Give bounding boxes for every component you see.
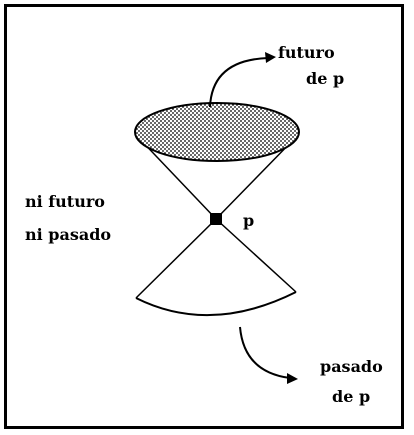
neither-label-line2: ni pasado (25, 225, 111, 244)
event-point-p (210, 213, 222, 225)
neither-label-line1: ni futuro (25, 192, 105, 211)
point-label: p (243, 211, 254, 230)
future-label-line2: de p (306, 69, 344, 88)
future-label-line1: futuro (278, 43, 335, 62)
past-cone-right-edge (215, 218, 297, 293)
past-cone-left-edge (135, 218, 217, 299)
future-arrowhead-icon (265, 52, 276, 63)
diagram-frame (4, 4, 404, 429)
past-cone-base-arc (135, 291, 297, 317)
future-cone-ellipse (134, 102, 300, 162)
past-label-line1: pasado (320, 357, 383, 376)
future-arrow (209, 57, 269, 108)
past-arrow (239, 326, 291, 379)
past-label-line2: de p (332, 387, 370, 406)
past-arrowhead-icon (287, 373, 298, 384)
